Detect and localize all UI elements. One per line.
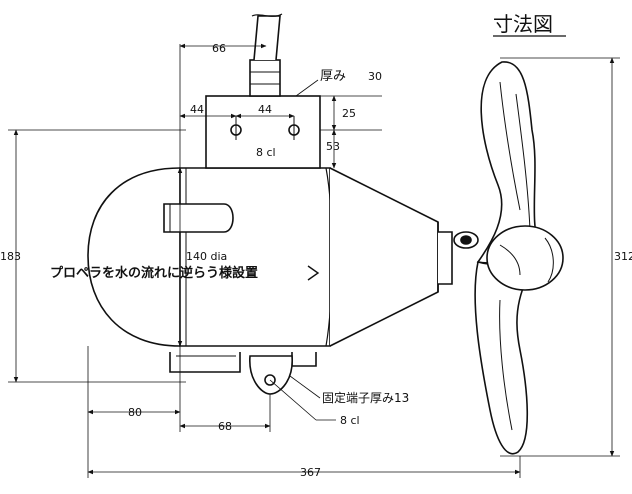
dim-flange-center: 44	[258, 103, 272, 116]
flow-arrow-icon	[307, 265, 320, 281]
dim-hole-count-bottom: 8 cl	[340, 414, 360, 427]
dim-body-diameter: 140 dia	[186, 250, 227, 263]
terminal-note: 固定端子厚み13	[322, 390, 409, 405]
flange-thickness-value: 30	[368, 70, 382, 83]
dim-shaft-offset: 66	[212, 42, 226, 55]
flow-direction-note: プロペラを水の流れに逆らう様設置	[50, 265, 258, 281]
dim-flange-to-body: 53	[326, 140, 340, 153]
dim-flange-height: 25	[342, 107, 356, 120]
mount-flange	[205, 13, 321, 169]
dimension-lines	[8, 43, 620, 478]
dim-overall-length: 367	[300, 466, 321, 479]
dim-overall-height: 183	[0, 250, 21, 263]
drawing-title: 寸法図	[493, 12, 553, 36]
flange-thickness-label: 厚み	[320, 69, 346, 84]
dim-flange-left: 44	[190, 103, 204, 116]
dim-hole-count-top: 8 cl	[256, 146, 276, 159]
propeller	[474, 61, 564, 455]
dim-nose-length: 80	[128, 406, 142, 419]
dim-terminal-offset: 68	[218, 420, 232, 433]
dim-prop-diameter: 312	[614, 250, 632, 263]
motor-body	[87, 167, 479, 395]
